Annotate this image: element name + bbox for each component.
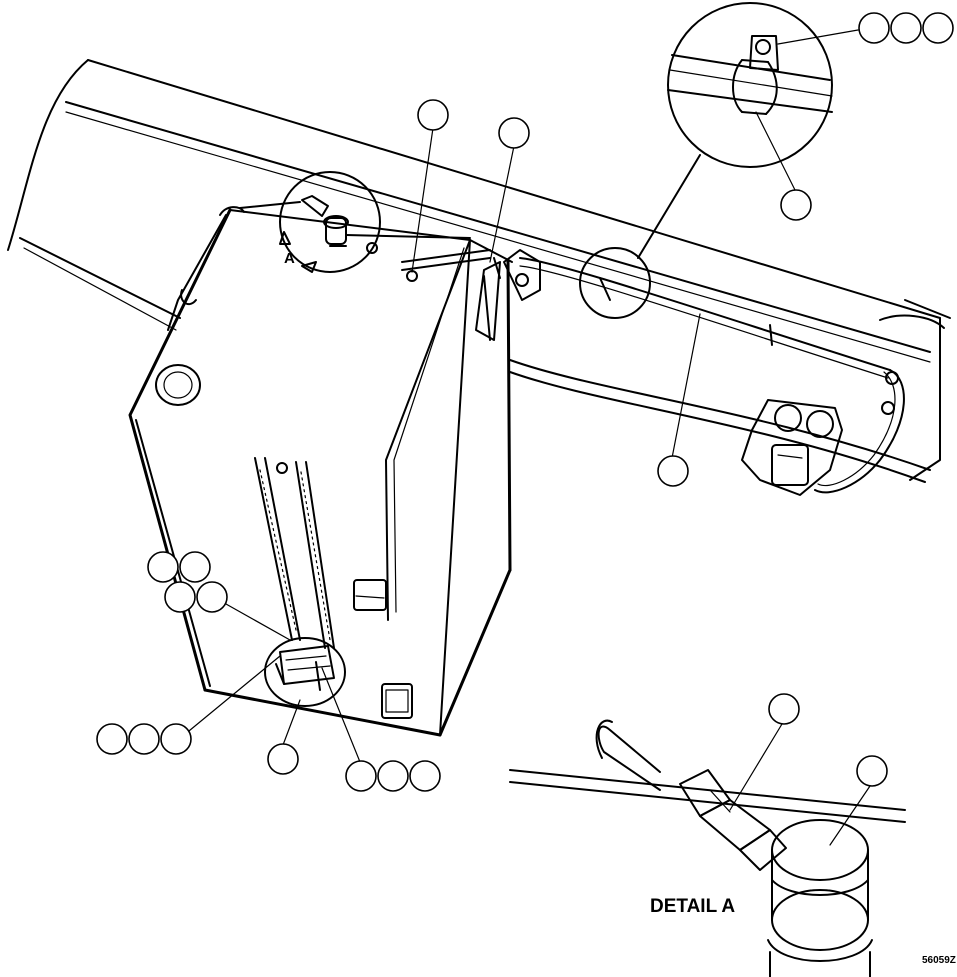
callout-balloon: [768, 693, 800, 725]
drain-clamp-area: [264, 637, 346, 707]
callout-balloon: [780, 189, 812, 221]
detail-a-title: DETAIL A: [650, 896, 735, 917]
clamp-detail-circle: [637, 2, 833, 259]
callout-balloon: [96, 723, 128, 755]
detail-a: DETAIL A: [509, 719, 906, 977]
callout-balloon: [147, 551, 179, 583]
callout-balloon: [164, 581, 196, 613]
magnify-source-circle: [579, 247, 651, 319]
callout-balloon: [179, 551, 211, 583]
view-marker-a: A: [284, 250, 295, 267]
callout-balloon: [377, 760, 409, 792]
callout-balloon: [160, 723, 192, 755]
callout-balloon: [196, 581, 228, 613]
mounting-bracket: [741, 399, 843, 496]
callout-balloon: [858, 12, 890, 44]
callout-balloon: [128, 723, 160, 755]
callout-balloon: [856, 755, 888, 787]
fuel-line: [509, 257, 931, 494]
figure-number: 56059Z: [922, 955, 956, 966]
callout-balloon: [267, 743, 299, 775]
callout-balloon: [922, 12, 954, 44]
callout-balloon: [345, 760, 377, 792]
callout-balloon: [409, 760, 441, 792]
callout-balloons: [96, 12, 954, 792]
callout-balloon: [498, 117, 530, 149]
frame-rail: [7, 59, 951, 481]
fuel-tank: [128, 206, 541, 737]
filler-cap-area: A: [239, 171, 471, 273]
leader-lines: [177, 29, 871, 846]
callout-balloon: [417, 99, 449, 131]
callout-balloon: [890, 12, 922, 44]
callout-balloon: [657, 455, 689, 487]
